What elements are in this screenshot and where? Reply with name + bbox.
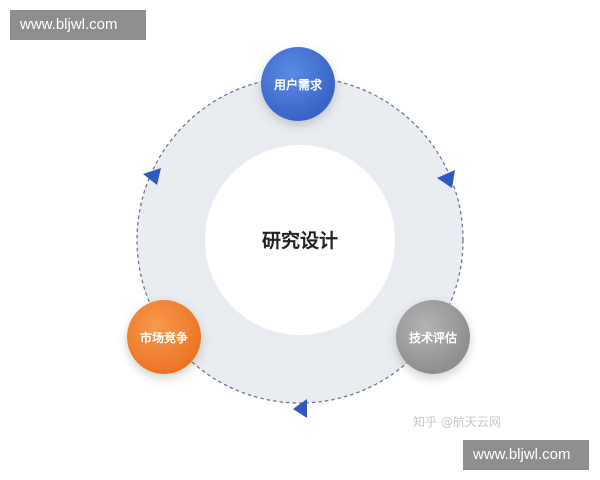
- node-tech-eval: 技术评估: [396, 300, 470, 374]
- arrow-left: [143, 168, 161, 185]
- center-label: 研究设计: [262, 229, 338, 252]
- credit-watermark: 知乎 @航天云网: [413, 414, 501, 429]
- watermark-bottom: www.bljwl.com: [463, 440, 589, 470]
- watermark-top: www.bljwl.com: [10, 10, 146, 40]
- arrow-right: [437, 170, 455, 188]
- node-user-needs-label: 用户需求: [273, 77, 323, 92]
- node-market-competition-label: 市场竞争: [140, 330, 188, 345]
- node-user-needs-circle: [261, 47, 335, 121]
- arrow-bottom: [293, 399, 307, 418]
- center-circle: [205, 145, 395, 335]
- node-market-competition: 市场竞争: [127, 300, 201, 374]
- node-user-needs: 用户需求: [261, 47, 335, 121]
- node-tech-eval-circle: [396, 300, 470, 374]
- node-tech-eval-label: 技术评估: [409, 330, 457, 345]
- node-market-competition-circle: [127, 300, 201, 374]
